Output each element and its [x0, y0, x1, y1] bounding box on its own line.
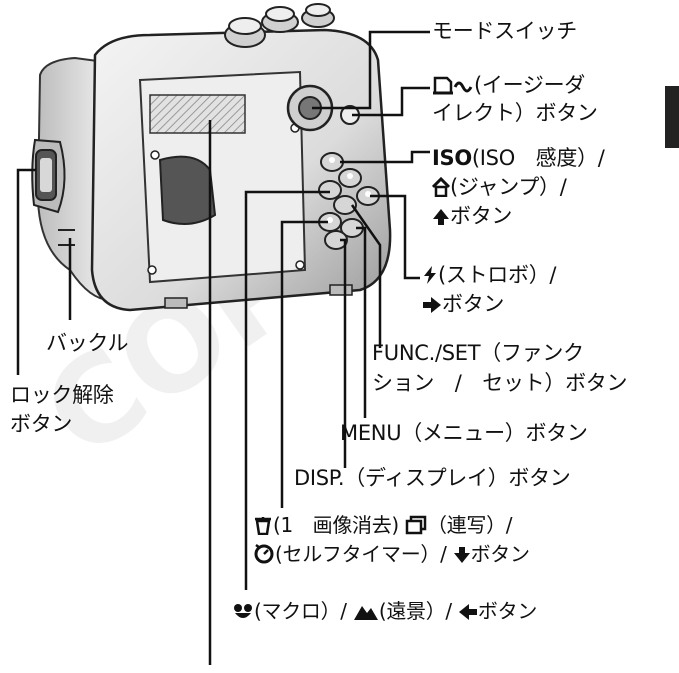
- label-macro-text3: ボタン: [477, 599, 538, 623]
- button-cluster: [318, 152, 380, 250]
- lens-window: [158, 155, 217, 225]
- macro-flower-icon: [232, 601, 254, 627]
- section-tab-marker: [665, 86, 679, 148]
- left-arrow-icon: [458, 601, 478, 627]
- leader-lines: [16, 30, 430, 665]
- right-arrow-icon: [422, 294, 442, 320]
- label-mode-switch: モードスイッチ: [432, 19, 577, 43]
- hatched-label-area: [149, 94, 246, 134]
- up-arrow-icon: [432, 206, 450, 232]
- label-iso-line1: ISO(ISO 感度）/: [432, 145, 605, 171]
- label-flash-text2: ボタン: [442, 292, 505, 316]
- label-direct-print-line1: (イージーダ: [432, 72, 585, 101]
- continuous-shooting-icon: [405, 515, 427, 541]
- label-flash-line2: ボタン: [422, 291, 504, 320]
- flash-icon: [422, 265, 438, 291]
- label-macro-text1: (マクロ）/: [254, 599, 347, 623]
- label-iso-line3: ボタン: [432, 203, 512, 232]
- label-delete-line2: (セルフタイマー）/ ボタン: [253, 541, 530, 570]
- label-disp: DISP.（ディスプレイ）ボタン: [294, 466, 571, 490]
- printer-wave-icon: [432, 73, 474, 101]
- iso-text-icon: ISO: [432, 146, 472, 170]
- mountain-icon: [353, 601, 379, 627]
- label-funcset-line2: ション / セット）ボタン: [372, 371, 628, 395]
- label-delete-text3: (セルフタイマー）/: [275, 542, 447, 566]
- label-direct-print-text1: (イージーダ: [474, 73, 585, 97]
- label-direct-print-line2: イレクト）ボタン: [432, 101, 598, 125]
- label-funcset-line1: FUNC./SET（ファンク: [372, 341, 584, 365]
- label-delete-text1: (1 画像消去): [273, 513, 399, 537]
- label-delete-line1: (1 画像消去) （連写）/: [253, 512, 513, 541]
- label-flash-line1: (ストロボ）/: [422, 262, 556, 291]
- label-macro-text2: (遠景）/: [378, 599, 452, 623]
- self-timer-icon: [253, 542, 275, 570]
- label-lock-release-line2: ボタン: [10, 412, 73, 436]
- label-macro: (マクロ）/ (遠景）/ ボタン: [232, 598, 537, 627]
- jump-icon: [431, 176, 451, 203]
- label-lock-release-line1: ロック解除: [10, 383, 114, 407]
- label-delete-text4: ボタン: [470, 542, 530, 566]
- label-iso-text3: ボタン: [450, 204, 513, 228]
- label-menu: MENU（メニュー）ボタン: [340, 421, 588, 445]
- label-iso-text2: (ジャンプ）/: [450, 175, 567, 199]
- label-delete-text2: （連写）/: [427, 513, 513, 537]
- label-iso-line2: (ジャンプ）/: [431, 174, 567, 203]
- trash-icon: [253, 515, 273, 541]
- label-buckle: バックル: [46, 331, 129, 355]
- label-iso-text1: (ISO 感度）/: [471, 146, 605, 170]
- down-arrow-icon: [453, 544, 471, 570]
- label-flash-text1: (ストロボ）/: [438, 263, 557, 287]
